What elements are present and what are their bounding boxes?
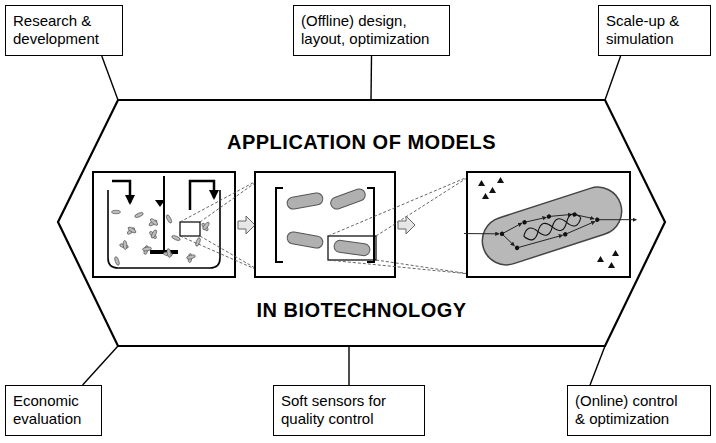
- connector-line: [102, 56, 118, 100]
- connector-line: [605, 56, 621, 100]
- application-box: (Offline) design, layout, optimization: [293, 5, 450, 56]
- connector-line: [348, 346, 349, 385]
- hexagon-outline: [58, 100, 665, 346]
- hexagon-title: IN BIOTECHNOLOGY: [58, 298, 665, 322]
- connector-line: [590, 346, 605, 385]
- hexagon-title: APPLICATION OF MODELS: [58, 130, 665, 154]
- box-label: Scale-up & simulation: [606, 12, 702, 48]
- central-hexagon: APPLICATION OF MODELS IN BIOTECHNOLOGY: [58, 100, 665, 346]
- application-box: Scale-up & simulation: [598, 5, 711, 56]
- box-label: Economic evaluation: [13, 392, 93, 428]
- application-box: (Online) control & optimization: [567, 385, 711, 436]
- application-box: Research & development: [5, 5, 123, 56]
- step-arrow: [398, 216, 415, 234]
- application-box: Economic evaluation: [5, 385, 102, 436]
- connector-line: [83, 346, 118, 385]
- box-label: (Offline) design, layout, optimization: [301, 12, 441, 48]
- application-box: Soft sensors for quality control: [273, 385, 425, 436]
- population-panel: [255, 172, 395, 277]
- connector-line: [370, 56, 372, 100]
- cell-panel: [463, 172, 638, 277]
- bioreactor-panel: [93, 172, 235, 277]
- box-label: Research & development: [13, 12, 113, 48]
- step-arrow: [238, 216, 255, 234]
- zoom-lines: [328, 176, 470, 274]
- box-label: Soft sensors for quality control: [281, 392, 416, 428]
- zoom-lines: [180, 178, 262, 272]
- box-label: (Online) control & optimization: [575, 392, 687, 428]
